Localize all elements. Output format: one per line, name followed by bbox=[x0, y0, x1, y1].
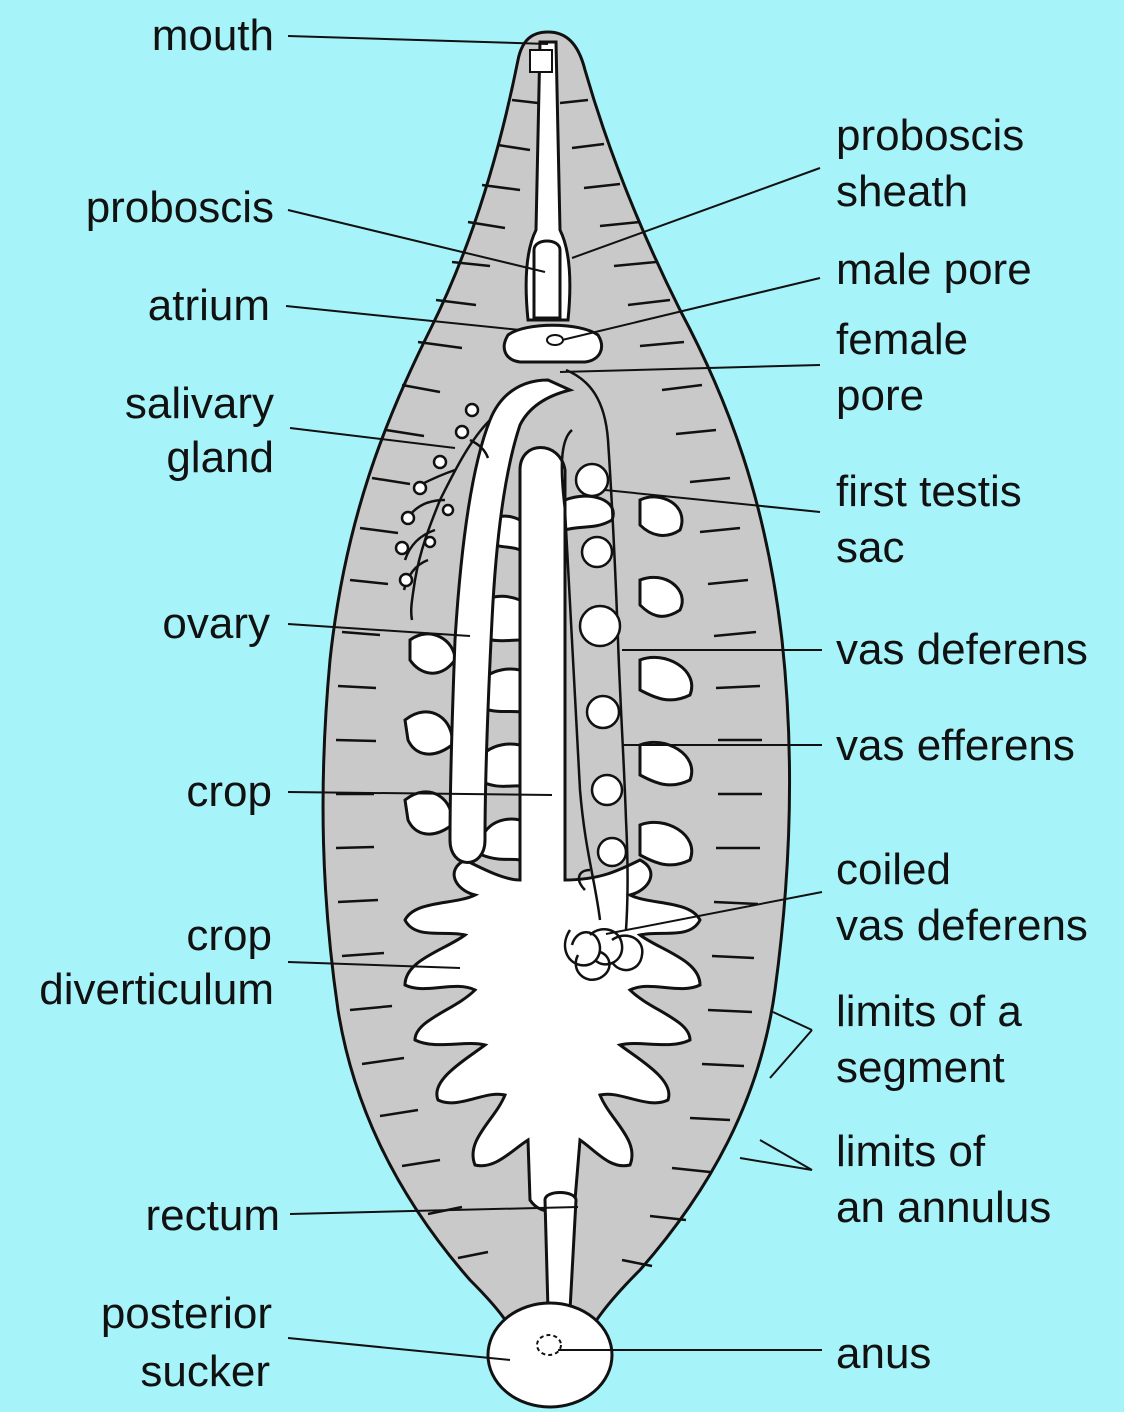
label-coiled-vas-deferens-2: vas deferens bbox=[836, 901, 1088, 950]
label-proboscis-sheath-2: sheath bbox=[836, 167, 968, 216]
label-proboscis: proboscis bbox=[86, 183, 274, 232]
label-limits-of-a-segment-2: segment bbox=[836, 1043, 1005, 1092]
label-crop-diverticulum-2: diverticulum bbox=[39, 965, 274, 1014]
label-vas-deferens: vas deferens bbox=[836, 625, 1088, 674]
label-crop-diverticulum-1: crop bbox=[186, 911, 272, 960]
label-salivary-gland-2: gland bbox=[166, 433, 274, 482]
label-atrium: atrium bbox=[148, 281, 270, 330]
proboscis bbox=[534, 241, 560, 318]
label-limits-of-a-segment-1: limits of a bbox=[836, 987, 1022, 1036]
mouth-marker bbox=[530, 50, 552, 72]
label-posterior-sucker-1: posterior bbox=[101, 1289, 272, 1338]
label-anus: anus bbox=[836, 1329, 931, 1378]
label-female-pore-1: female bbox=[836, 315, 968, 364]
label-coiled-vas-deferens-1: coiled bbox=[836, 845, 951, 894]
label-salivary-gland-1: salivary bbox=[125, 379, 274, 428]
label-limits-of-an-annulus-1: limits of bbox=[836, 1127, 986, 1176]
label-first-testis-sac-2: sac bbox=[836, 523, 904, 572]
label-proboscis-sheath-1: proboscis bbox=[836, 111, 1024, 160]
label-first-testis-sac-1: first testis bbox=[836, 467, 1022, 516]
label-limits-of-an-annulus-2: an annulus bbox=[836, 1183, 1051, 1232]
label-vas-efferens: vas efferens bbox=[836, 721, 1075, 770]
label-crop: crop bbox=[186, 767, 272, 816]
label-rectum: rectum bbox=[146, 1191, 280, 1240]
label-female-pore-2: pore bbox=[836, 371, 924, 420]
rectum bbox=[545, 1193, 576, 1311]
label-posterior-sucker-2: sucker bbox=[140, 1347, 270, 1396]
label-mouth: mouth bbox=[152, 11, 274, 60]
male-pore-marker bbox=[547, 335, 563, 345]
label-ovary: ovary bbox=[162, 599, 270, 648]
label-male-pore: male pore bbox=[836, 245, 1032, 294]
